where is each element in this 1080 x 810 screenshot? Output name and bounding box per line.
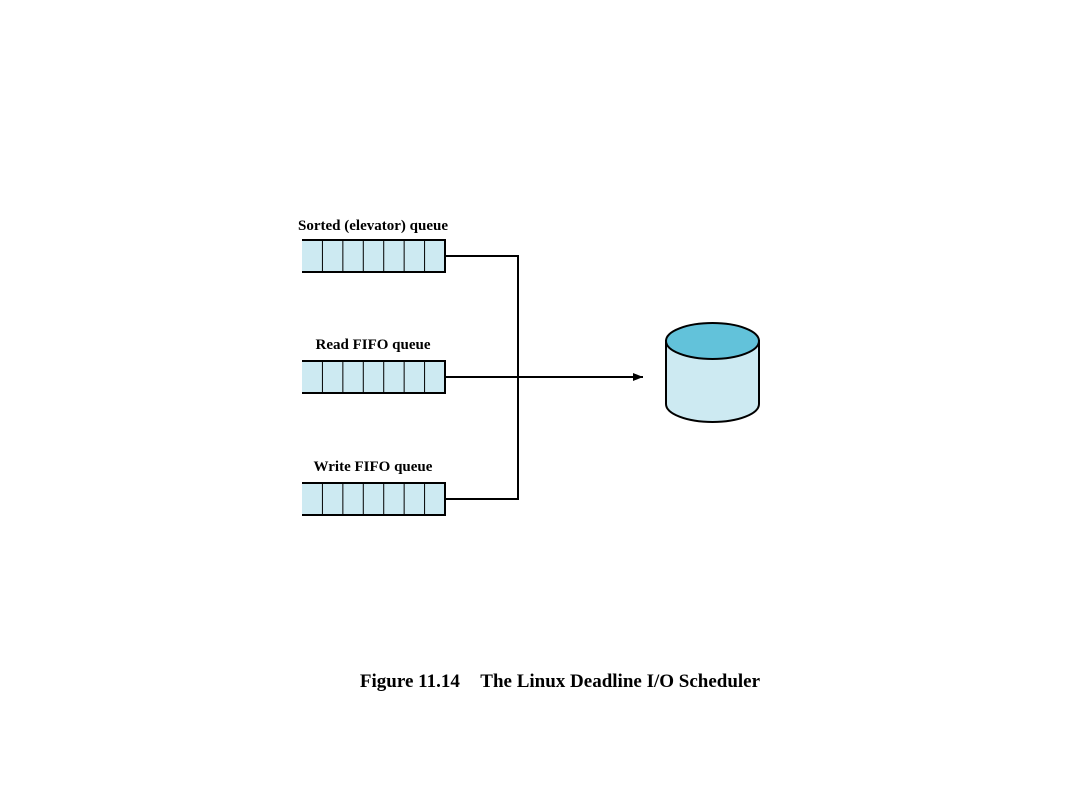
figure-title: The Linux Deadline I/O Scheduler (480, 671, 760, 692)
disk-top (665, 322, 760, 360)
write-queue-label: Write FIFO queue (314, 459, 433, 475)
sorted-queue-box (302, 239, 446, 273)
sorted-queue-connector (445, 255, 519, 377)
disk-body (665, 340, 760, 423)
read-queue-label: Read FIFO queue (315, 337, 430, 353)
disk-icon (665, 322, 760, 423)
queue-body (302, 483, 445, 515)
sorted-elevator-queue: Sorted (elevator) queue (298, 218, 448, 273)
sorted-queue-label: Sorted (elevator) queue (298, 218, 448, 234)
read-fifo-queue: Read FIFO queue (302, 337, 446, 394)
write-queue-connector (445, 377, 519, 500)
write-fifo-queue: Write FIFO queue (302, 459, 446, 516)
queue-body (302, 361, 445, 393)
write-queue-box (302, 482, 446, 516)
figure-caption: Figure 11.14 The Linux Deadline I/O Sche… (360, 671, 761, 692)
figure-number: Figure 11.14 (360, 671, 460, 692)
read-queue-box (302, 360, 446, 394)
queue-body (302, 240, 445, 272)
